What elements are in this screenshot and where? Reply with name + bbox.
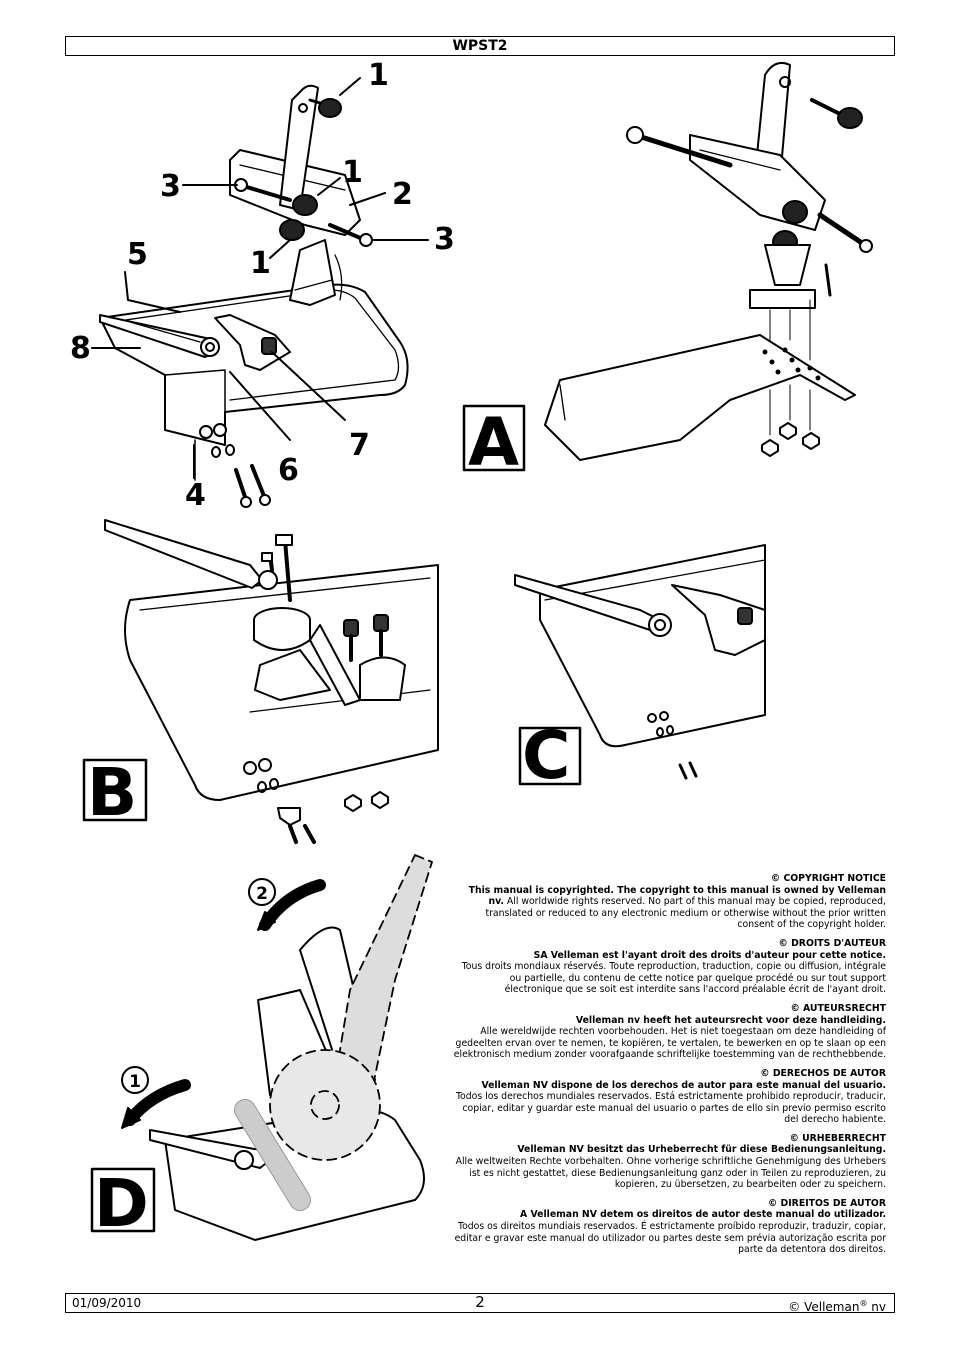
brand-suffix: nv [867, 1300, 886, 1314]
page-footer: 01/09/2010 2 © Velleman® nv [65, 1293, 895, 1314]
notice-es: © DERECHOS DE AUTOR Velleman NV dispone … [452, 1068, 886, 1126]
figure-d-drawing [90, 854, 433, 1241]
figure-c-box [518, 726, 582, 786]
figure-d-label: D [94, 1165, 149, 1242]
notice-lead: Velleman nv heeft het auteursrecht voor … [575, 1014, 886, 1026]
callout-1b: 1 [342, 155, 363, 190]
figure-b-label: B [87, 754, 137, 831]
figure-b-drawing [82, 519, 439, 844]
notice-nl: © AUTEURSRECHT Velleman nv heeft het aut… [452, 1003, 886, 1061]
figure-c-label: C [522, 717, 570, 794]
notice-lead: SA Velleman est l'ayant droit des droits… [533, 949, 886, 961]
figure-b-box [82, 758, 148, 822]
notice-body: Todos os direitos mundiais reservados. É… [454, 1221, 886, 1256]
callout-2: 2 [392, 177, 413, 212]
notice-heading: © DROITS D'AUTEUR [778, 937, 886, 949]
page-header: WPST2 [65, 36, 895, 56]
notice-heading: © COPYRIGHT NOTICE [770, 873, 886, 884]
figure-a-box [462, 404, 526, 472]
notice-lead: A Velleman NV detem os direitos de autor… [520, 1209, 886, 1221]
brand-name: © Velleman [788, 1300, 860, 1314]
callout-1a: 1 [368, 58, 389, 93]
callout-8: 8 [70, 331, 91, 366]
notice-lead: Velleman NV dispone de los derechos de a… [481, 1079, 886, 1091]
callout-3b: 3 [434, 222, 455, 257]
notice-en: © COPYRIGHT NOTICE This manual is copyri… [452, 873, 886, 931]
notice-body: All worldwide rights reserved. No part o… [485, 896, 886, 931]
model-name: WPST2 [452, 38, 508, 54]
notice-pt: © DIREITOS DE AUTOR A Velleman NV detem … [452, 1198, 886, 1256]
footer-brand: © Velleman® nv [788, 1294, 886, 1317]
notice-heading: © AUTEURSRECHT [790, 1002, 886, 1014]
notice-heading: © DERECHOS DE AUTOR [760, 1067, 886, 1079]
page-number: 2 [475, 1293, 485, 1311]
callout-numbers: 1 1 1 2 3 3 4 5 6 7 8 [70, 58, 455, 513]
notice-body: Tous droits mondiaux réservés. Toute rep… [461, 961, 886, 996]
assembly-exploded-view [91, 77, 429, 508]
step-1-marker: 1 [129, 1072, 141, 1092]
notice-heading: © URHEBERRECHT [789, 1132, 886, 1144]
figure-c-drawing [514, 544, 766, 786]
notice-lead: Velleman NV besitzt das Urheberrecht für… [517, 1144, 886, 1156]
notice-body: Alle weltweiten Rechte vorbehalten. Ohne… [455, 1156, 886, 1191]
callout-1c: 1 [250, 246, 271, 281]
figure-a-drawing [462, 62, 873, 472]
figure-a-label: A [468, 404, 519, 481]
figure-d-box [90, 1167, 156, 1233]
callout-5: 5 [127, 237, 148, 272]
notice-body: Alle wereldwijde rechten voorbehouden. H… [453, 1026, 886, 1061]
notice-de: © URHEBERRECHT Velleman NV besitzt das U… [452, 1133, 886, 1191]
notice-fr: © DROITS D'AUTEUR SA Velleman est l'ayan… [452, 938, 886, 996]
notice-heading: © DIREITOS DE AUTOR [767, 1197, 886, 1209]
callout-7: 7 [349, 428, 370, 463]
callout-4: 4 [185, 478, 206, 513]
copyright-notices: © COPYRIGHT NOTICE This manual is copyri… [452, 873, 886, 1263]
notice-lead: This manual is copyrighted. The copyrigh… [468, 884, 886, 908]
registered-mark: ® [859, 1299, 868, 1308]
callout-6: 6 [278, 453, 299, 488]
footer-date: 01/09/2010 [72, 1296, 142, 1310]
step-2-marker: 2 [256, 884, 268, 904]
notice-body: Todos los derechos mundiales reservados.… [455, 1091, 886, 1126]
callout-3a: 3 [160, 169, 181, 204]
